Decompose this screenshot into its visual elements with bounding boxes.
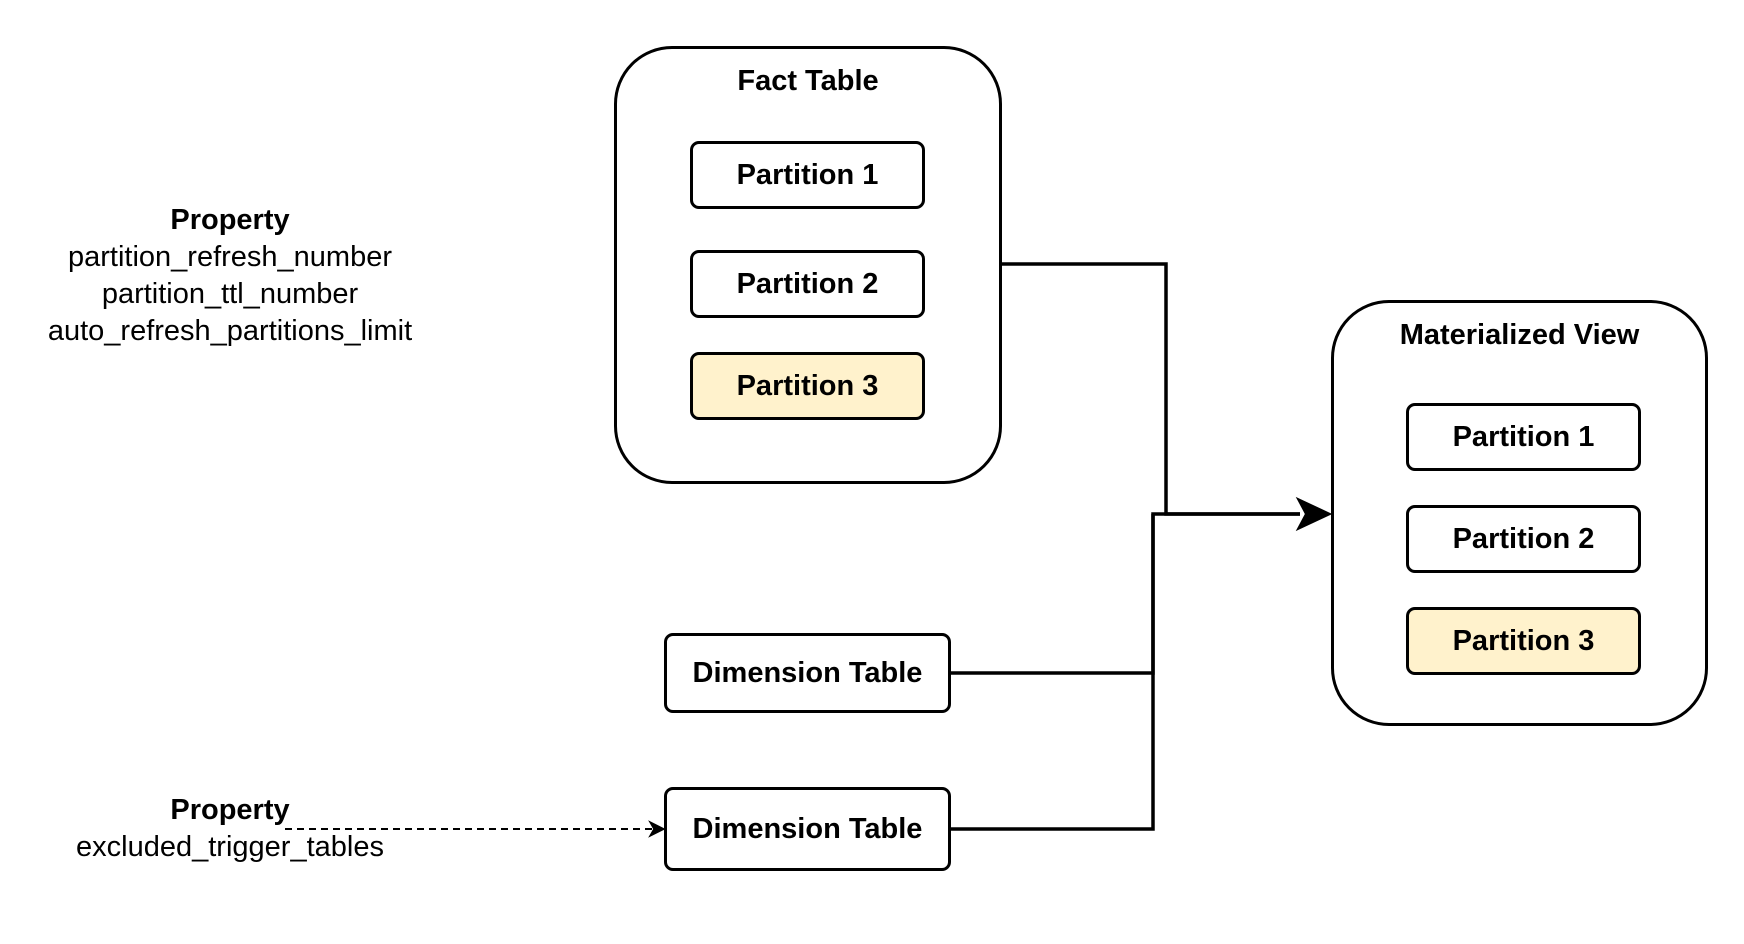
fact-table-title: Fact Table bbox=[737, 65, 879, 97]
fact-table-partition-1: Partition 1 bbox=[690, 141, 925, 209]
fact-table-partition-2: Partition 2 bbox=[690, 250, 925, 318]
materialized-view-partition-2: Partition 2 bbox=[1406, 505, 1641, 573]
property-title: Property bbox=[170, 794, 290, 826]
property-auto-refresh-partitions-limit: auto_refresh_partitions_limit bbox=[47, 315, 413, 347]
dimension-2-connector bbox=[950, 514, 1155, 831]
materialized-view-title: Materialized View bbox=[1399, 319, 1640, 351]
materialized-view-partition-3: Partition 3 bbox=[1406, 607, 1641, 675]
arrowhead-icon bbox=[1295, 496, 1333, 532]
property-partition-refresh-number: partition_refresh_number bbox=[67, 241, 392, 273]
dimension-table-1: Dimension Table bbox=[664, 633, 951, 713]
fact-to-view-connector bbox=[1000, 262, 1300, 516]
property-group-top: Property partition_refresh_number partit… bbox=[20, 202, 440, 350]
property-group-bottom: Property excluded_trigger_tables bbox=[20, 792, 440, 866]
fact-table-partition-3: Partition 3 bbox=[690, 352, 925, 420]
property-partition-ttl-number: partition_ttl_number bbox=[101, 278, 359, 310]
materialized-view-partition-1: Partition 1 bbox=[1406, 403, 1641, 471]
property-excluded-trigger-tables: excluded_trigger_tables bbox=[76, 831, 384, 863]
property-title: Property bbox=[170, 204, 290, 236]
dimension-table-2: Dimension Table bbox=[664, 787, 951, 871]
dashed-arrowhead-icon bbox=[648, 820, 666, 838]
dimension-1-connector bbox=[950, 512, 1300, 675]
